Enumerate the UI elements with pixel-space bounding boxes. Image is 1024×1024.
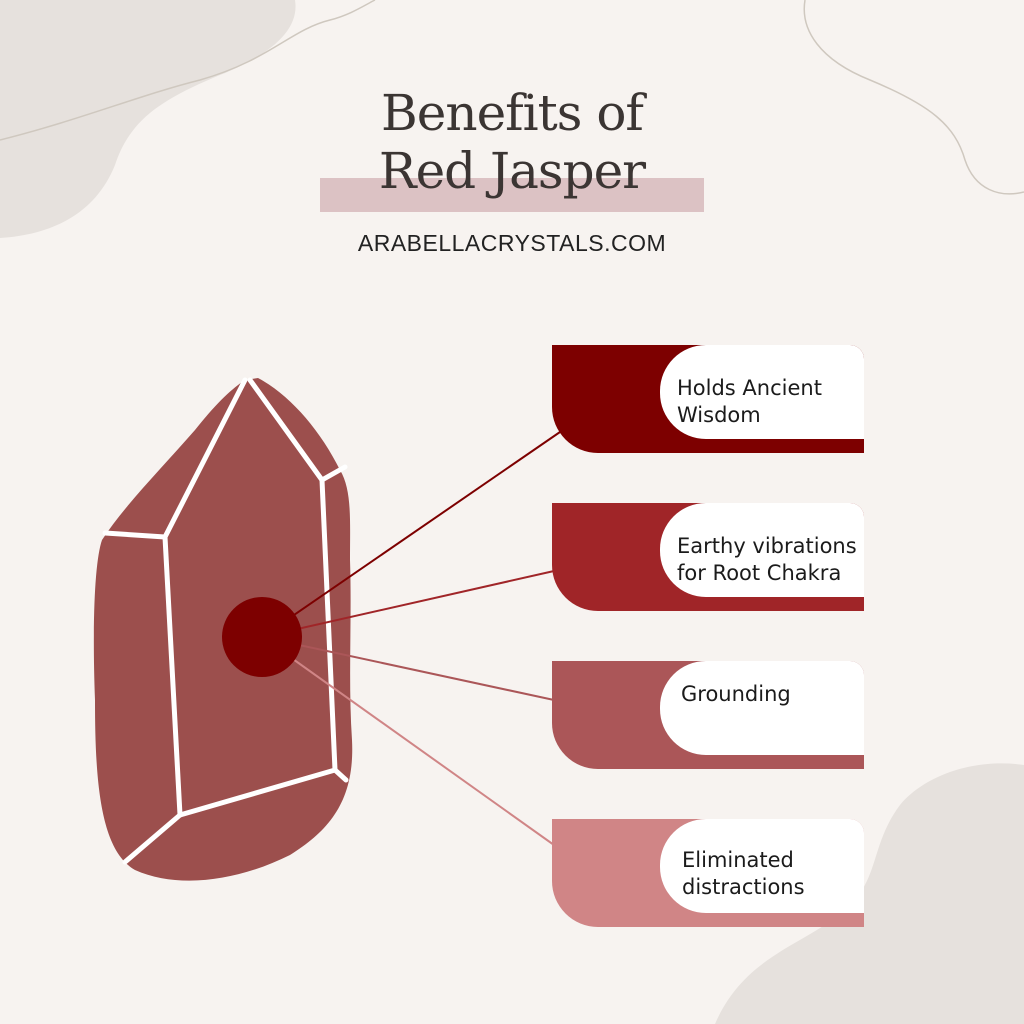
benefit-card-4: Eliminated distractions	[552, 819, 864, 927]
top-right-curve	[803, 0, 1024, 195]
benefit-label: Holds Ancient Wisdom	[677, 375, 867, 429]
connector-lines	[261, 431, 561, 846]
benefit-label: Earthy vibrations for Root Chakra	[677, 533, 867, 587]
benefit-card-2: Earthy vibrations for Root Chakra	[552, 503, 864, 611]
page-title: Benefits of Red Jasper	[0, 84, 1024, 200]
benefit-label-line-2: distractions	[682, 875, 805, 899]
benefit-card-1: Holds Ancient Wisdom	[552, 345, 864, 453]
benefit-label-line-2: Wisdom	[677, 403, 761, 427]
benefit-label: Grounding	[681, 681, 871, 708]
benefit-label-line-1: Grounding	[681, 682, 791, 706]
title-line-2: Red Jasper	[378, 142, 646, 200]
connector-line-4	[261, 636, 555, 846]
benefit-label-line-1: Earthy vibrations	[677, 534, 857, 558]
crystal-center-dot	[222, 597, 302, 677]
website-url: ARABELLACRYSTALS.COM	[357, 230, 667, 256]
benefit-label-line-1: Eliminated	[682, 848, 794, 872]
card-panel	[660, 819, 864, 913]
title-line-1: Benefits of	[381, 84, 644, 142]
benefit-card-3: Grounding	[552, 661, 864, 769]
benefit-label: Eliminated distractions	[682, 847, 872, 901]
card-panel	[660, 661, 864, 755]
connector-line-1	[261, 431, 561, 638]
card-panel	[660, 503, 864, 597]
connector-line-2	[261, 570, 555, 638]
title-highlight-bar	[320, 178, 704, 212]
bottom-right-blob	[715, 763, 1024, 1024]
connector-line-3	[261, 636, 555, 701]
benefit-label-line-2: for Root Chakra	[677, 561, 842, 585]
top-left-curve	[0, 0, 376, 141]
card-panel	[660, 345, 864, 439]
top-left-blob	[0, 0, 296, 238]
benefit-label-line-1: Holds Ancient	[677, 376, 822, 400]
